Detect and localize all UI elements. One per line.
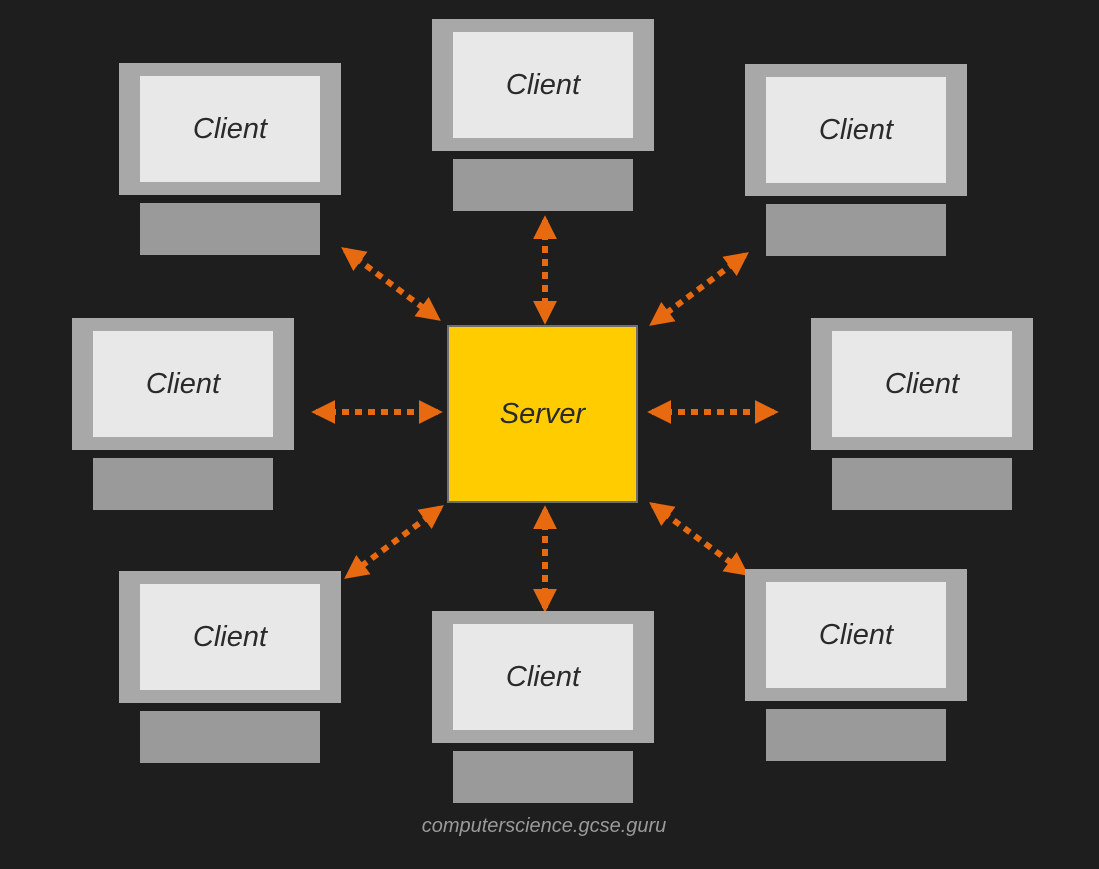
monitor-base — [140, 711, 320, 763]
client-bottom: Client — [432, 611, 654, 806]
client-right: Client — [811, 318, 1033, 513]
client-label: Client — [505, 68, 581, 101]
monitor-base — [93, 458, 273, 510]
monitor-base — [453, 751, 633, 803]
client-label: Client — [192, 620, 268, 653]
client-top: Client — [432, 19, 654, 214]
arrow-top-right — [649, 252, 749, 326]
client-label: Client — [145, 367, 221, 400]
client-label: Client — [884, 367, 960, 400]
client-top-right: Client — [745, 64, 967, 259]
server-label: Server — [499, 397, 586, 430]
monitor-base — [832, 458, 1012, 510]
monitor-screen: Client — [766, 77, 946, 183]
monitor-screen: Client — [453, 624, 633, 730]
client-left: Client — [72, 318, 294, 513]
client-label: Client — [505, 660, 581, 693]
arrow-top-left — [341, 247, 441, 321]
arrow-bottom-left — [344, 505, 444, 579]
client-bottom-right: Client — [745, 569, 967, 764]
client-label: Client — [192, 112, 268, 145]
watermark: computerscience.gcse.guru — [421, 815, 667, 837]
server-node: Server — [447, 325, 638, 503]
monitor-screen: Client — [140, 76, 320, 182]
monitor-base — [766, 204, 946, 256]
monitor-screen: Client — [453, 32, 633, 138]
client-bottom-left: Client — [119, 571, 341, 766]
client-label: Client — [818, 113, 894, 146]
arrow-bottom-right — [649, 502, 749, 576]
monitor-screen: Client — [140, 584, 320, 690]
monitor-base — [766, 709, 946, 761]
monitor-screen: Client — [93, 331, 273, 437]
monitor-base — [140, 203, 320, 255]
client-top-left: Client — [119, 63, 341, 258]
monitor-screen: Client — [766, 582, 946, 688]
monitor-base — [453, 159, 633, 211]
monitor-screen: Client — [832, 331, 1012, 437]
client-label: Client — [818, 618, 894, 651]
